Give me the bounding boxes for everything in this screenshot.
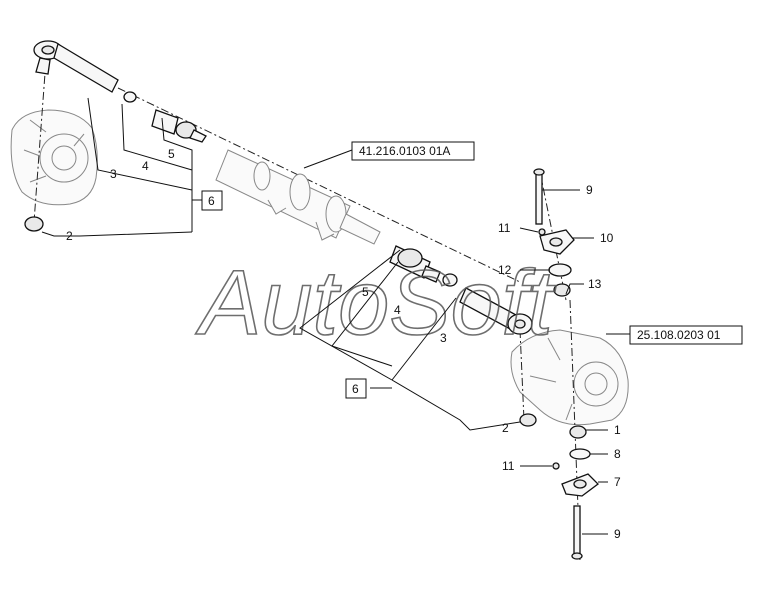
- callout-9-bottom: 9: [614, 527, 621, 541]
- callout-3-right: 3: [440, 331, 447, 345]
- upper-kingpin-cap: [539, 229, 575, 255]
- upper-bolt: [535, 171, 543, 225]
- svg-text:41.216.0103 01A: 41.216.0103 01A: [359, 144, 450, 158]
- lower-bolt-head: [571, 552, 583, 560]
- lower-bolt: [573, 505, 581, 555]
- svg-text:6: 6: [352, 382, 359, 396]
- svg-text:25.108.0203 01: 25.108.0203 01: [637, 328, 721, 342]
- right-tie-rod-end: [459, 287, 533, 335]
- upper-grease-fitting: [538, 228, 546, 236]
- lower-bearing: [569, 425, 587, 439]
- callout-11-bottom: 11: [502, 459, 515, 473]
- callout-11-top: 11: [498, 221, 511, 235]
- callout-1: 1: [614, 423, 621, 437]
- ref-box-axle-housing[interactable]: 25.108.0203 01: [629, 325, 743, 345]
- left-wheel-hub: [10, 109, 98, 206]
- ref-box-steering-cylinder[interactable]: 41.216.0103 01A: [351, 141, 475, 161]
- left-tie-rod-end: [33, 40, 119, 93]
- left-washer: [123, 91, 137, 103]
- callout-12: 12: [498, 263, 512, 277]
- callout-2-right: 2: [502, 421, 509, 435]
- callout-box-6-left: 6: [201, 190, 223, 211]
- callout-9-top: 9: [586, 183, 593, 197]
- callout-5-right: 5: [362, 285, 369, 299]
- callout-5-left: 5: [168, 147, 175, 161]
- callout-13: 13: [588, 277, 602, 291]
- svg-text:6: 6: [208, 194, 215, 208]
- callout-2-left: 2: [66, 229, 73, 243]
- left-nut: [24, 216, 44, 232]
- callout-7: 7: [614, 475, 621, 489]
- upper-bolt-head: [533, 168, 545, 176]
- callout-8: 8: [614, 447, 621, 461]
- callout-labels: 2 3 4 5 5 4 3 2 9 11 10 12 13 1 8 11 7 9: [66, 147, 621, 541]
- callout-4-right: 4: [394, 303, 401, 317]
- right-washer: [442, 273, 458, 287]
- callout-3-left: 3: [110, 167, 117, 181]
- lower-grease-fitting: [552, 462, 560, 470]
- left-leader-lines: [41, 97, 202, 237]
- callout-10: 10: [600, 231, 614, 245]
- lower-shim: [569, 448, 591, 460]
- left-ball-joint: [151, 109, 207, 143]
- callout-4-left: 4: [142, 159, 149, 173]
- lower-kingpin-cap: [561, 473, 599, 497]
- right-axle-housing: [510, 329, 629, 426]
- steering-cylinder: [215, 149, 381, 245]
- right-leader-lines: [299, 149, 521, 431]
- right-nut: [519, 413, 537, 427]
- callout-box-6-right: 6: [345, 378, 367, 399]
- kingpin-leader-lines: [519, 189, 630, 535]
